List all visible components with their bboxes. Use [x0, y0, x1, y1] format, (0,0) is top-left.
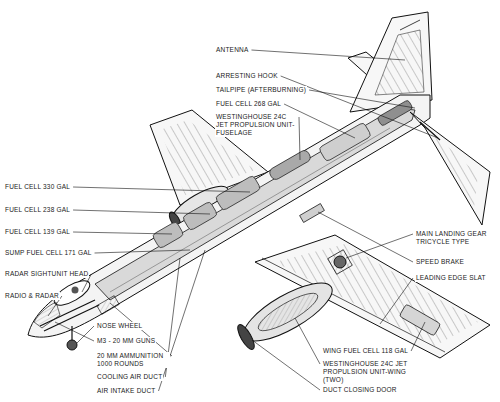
callout-label: FUEL CELL 330 GAL: [4, 183, 71, 191]
callout-label: NOSE WHEEL: [96, 322, 143, 330]
callout-label: ARRESTING HOOK: [215, 72, 279, 80]
leader-line: [77, 326, 94, 343]
callout-label: RADIO & RADAR: [4, 292, 60, 300]
leader-line: [95, 250, 190, 253]
leader-line: [411, 322, 425, 351]
leader-line: [380, 278, 413, 324]
callout-label: 20 MM AMMUNITION 1000 ROUNDS: [96, 352, 170, 368]
callout-label: FUEL CELL 268 GAL: [215, 100, 282, 108]
leader-line: [299, 117, 300, 160]
callout-label: WESTINGHOUSE 24C JET PROPULSION UNIT-FUS…: [215, 113, 297, 137]
callout-label: DUCT CLOSING DOOR: [322, 386, 398, 394]
callout-label: RADAR SIGHTUNIT HEAD: [4, 270, 89, 278]
callout-label: TAILPIPE (AFTERBURNING): [215, 86, 307, 94]
leader-line: [73, 187, 250, 192]
callout-label: MAIN LANDING GEAR TRICYCLE TYPE: [415, 230, 497, 246]
callout-label: WESTINGHOUSE 24C JET PROPULSION UNIT-WIN…: [322, 360, 424, 384]
callout-label: SPEED BRAKE: [415, 258, 465, 266]
leader-line: [252, 340, 320, 390]
leader-line: [251, 50, 405, 60]
leader-line: [309, 90, 415, 108]
leader-line: [346, 234, 413, 258]
callout-label: FUEL CELL 139 GAL: [4, 228, 71, 236]
callout-label: M3 - 20 MM GUNS: [96, 337, 156, 345]
callout-label: WING FUEL CELL 118 GAL: [322, 347, 409, 355]
callout-label: SUMP FUEL CELL 171 GAL: [4, 249, 93, 257]
leader-line: [55, 322, 94, 341]
callout-label: ANTENNA: [215, 46, 249, 54]
leader-line: [73, 232, 172, 234]
leader-line: [318, 212, 413, 262]
leader-line: [73, 210, 210, 214]
callout-label: AIR INTAKE DUCT: [96, 387, 157, 395]
leader-line: [295, 318, 320, 364]
callout-label: LEADING EDGE SLAT: [415, 274, 487, 282]
callout-label: COOLING AIR DUCT: [96, 373, 163, 381]
callout-label: FUEL CELL 238 GAL: [4, 206, 71, 214]
leader-line: [159, 250, 206, 391]
